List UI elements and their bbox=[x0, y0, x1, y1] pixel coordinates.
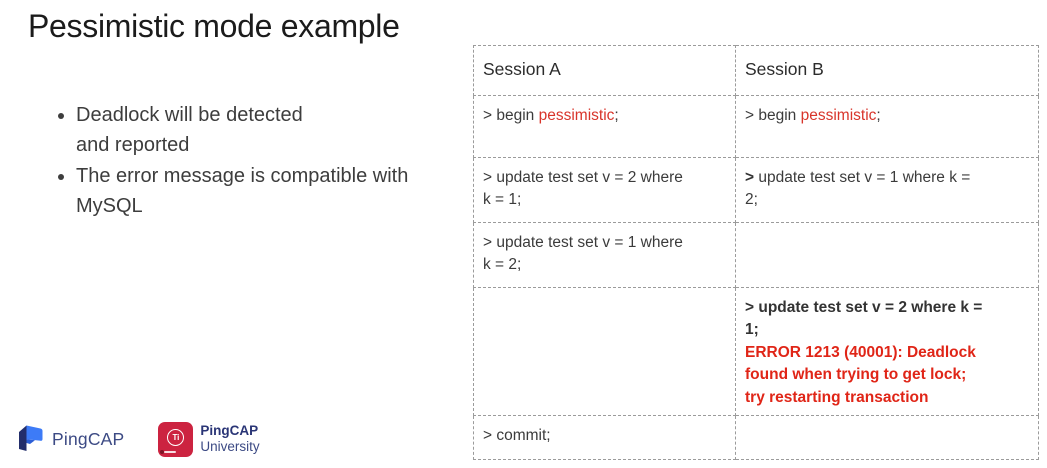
tidb-ti-badge: Ti bbox=[167, 428, 185, 446]
cell-r4-session-b: > update test set v = 2 where k = 1; ERR… bbox=[735, 286, 1039, 417]
pingcap-logo-icon bbox=[19, 425, 43, 451]
cell-r3-session-a: > update test set v = 1 where k = 2; bbox=[473, 222, 736, 288]
cell-r5-session-b bbox=[735, 415, 1039, 461]
cell-r2-session-b: > update test set v = 1 where k = 2; bbox=[735, 157, 1039, 223]
column-header-session-b: Session B bbox=[735, 45, 1039, 96]
sql-text-bold: > bbox=[745, 169, 755, 186]
cell-r1-session-b: > begin pessimistic; bbox=[735, 95, 1039, 158]
bullet-item-1: Deadlock will be detected and reported bbox=[76, 100, 476, 160]
cell-r2-session-a: > update test set v = 2 where k = 1; bbox=[473, 157, 736, 223]
sql-text: > update test set v = 1 where k = 2; bbox=[483, 234, 683, 274]
pingcap-university-logo: Ti PingCAP University bbox=[158, 421, 260, 457]
table-row-5: > commit; bbox=[473, 415, 1039, 461]
sql-text: > begin bbox=[483, 107, 539, 124]
table-row-4: > update test set v = 2 where k = 1; ERR… bbox=[473, 286, 1039, 417]
pingcap-university-icon: Ti bbox=[158, 421, 194, 457]
table-row-2: > update test set v = 2 where k = 1; > up… bbox=[473, 157, 1039, 223]
footer-logos: PingCAP Ti PingCAP University bbox=[16, 418, 260, 460]
bullet-item-2: The error message is compatible with MyS… bbox=[76, 161, 476, 221]
slide-title: Pessimistic mode example bbox=[28, 8, 400, 44]
sql-text-red: pessimistic bbox=[800, 107, 877, 124]
sql-text: ; bbox=[876, 107, 881, 124]
university-wordmark-line1: PingCAP bbox=[200, 423, 259, 438]
sql-text-error: ERROR 1213 (40001): Deadlock found when … bbox=[745, 343, 976, 406]
sql-text: ; bbox=[614, 107, 619, 124]
cell-r3-session-b bbox=[735, 222, 1039, 288]
sql-text: > commit; bbox=[483, 427, 551, 445]
university-wordmark-line2: University bbox=[200, 439, 260, 454]
table-row-1: > begin pessimistic;> begin pessimistic; bbox=[473, 95, 1039, 158]
cell-r4-session-a bbox=[473, 286, 736, 417]
cell-r1-session-a: > begin pessimistic; bbox=[473, 95, 736, 158]
table-row-3: > update test set v = 1 where k = 2; bbox=[473, 222, 1039, 288]
column-header-session-a: Session A bbox=[473, 45, 736, 96]
sql-text: > begin bbox=[745, 107, 801, 124]
sql-text-red: pessimistic bbox=[538, 107, 615, 124]
sql-text-bold: > update test set v = 2 where k = 1; bbox=[745, 299, 983, 339]
cell-r5-session-a: > commit; bbox=[473, 415, 736, 461]
pingcap-logo: PingCAP bbox=[16, 422, 124, 456]
pingcap-wordmark: PingCAP bbox=[52, 428, 125, 449]
pingcap-university-text: PingCAP University bbox=[200, 423, 259, 455]
book-dot-decoration bbox=[160, 449, 165, 454]
sql-text: > update test set v = 2 where k = 1; bbox=[483, 169, 683, 209]
sql-text: update test set v = 1 where k = 2; bbox=[745, 169, 971, 209]
bullet-list: Deadlock will be detected and reportedTh… bbox=[46, 100, 476, 222]
book-spine-decoration bbox=[164, 450, 177, 453]
